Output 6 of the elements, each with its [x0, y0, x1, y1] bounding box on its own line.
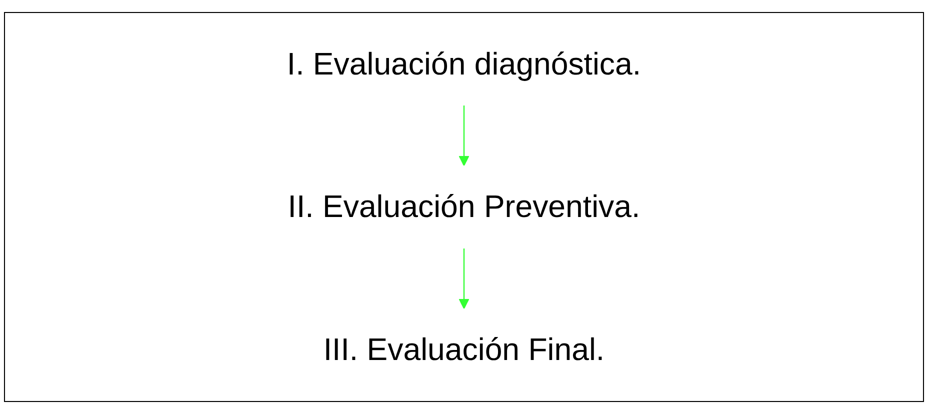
arrow: [458, 106, 470, 166]
node-text: I. Evaluación diagnóstica.: [286, 45, 642, 82]
frame-border: I. Evaluación diagnóstica. II. Evaluación Preventiva. III. Evaluación Final.: [4, 12, 924, 402]
arrow: [458, 248, 470, 309]
node-text: II. Evaluación Preventiva.: [288, 188, 640, 224]
node-text: III. Evaluación Final.: [323, 331, 605, 368]
